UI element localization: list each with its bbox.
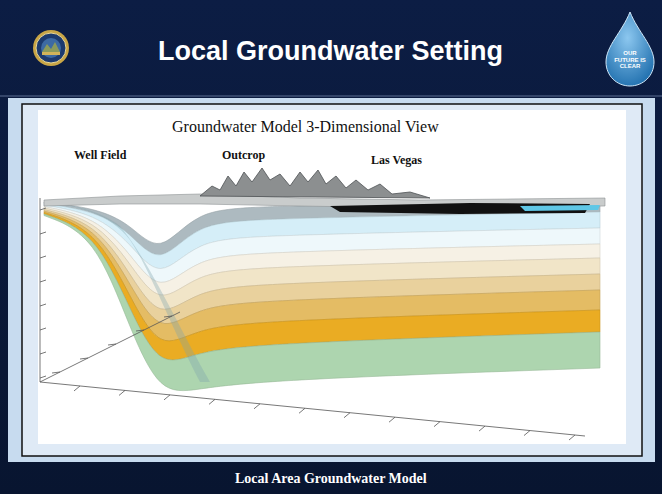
aquifer-layer [44, 214, 600, 391]
panel-frame [8, 98, 655, 462]
seal-logo [33, 30, 69, 66]
slide-title: Local Groundwater Setting [158, 37, 503, 67]
image-ground [38, 110, 626, 444]
panel-inner [22, 104, 642, 456]
header-rule [0, 96, 662, 97]
place-label: Outcrop [222, 149, 265, 162]
water-streak [520, 205, 600, 211]
model-axes [40, 198, 585, 440]
slide-caption: Local Area Groundwater Model [235, 471, 427, 486]
place-label: Las Vegas [371, 154, 422, 167]
figure-title: Groundwater Model 3-Dimensional View [172, 118, 439, 136]
groundwater-model [40, 168, 605, 440]
slope-shade [44, 202, 210, 382]
drop-logo [606, 12, 654, 86]
logo-text: OUR FUTURE IS CLEAR [613, 50, 647, 70]
place-label: Well Field [74, 149, 126, 162]
mountain-outcrop [200, 168, 430, 198]
